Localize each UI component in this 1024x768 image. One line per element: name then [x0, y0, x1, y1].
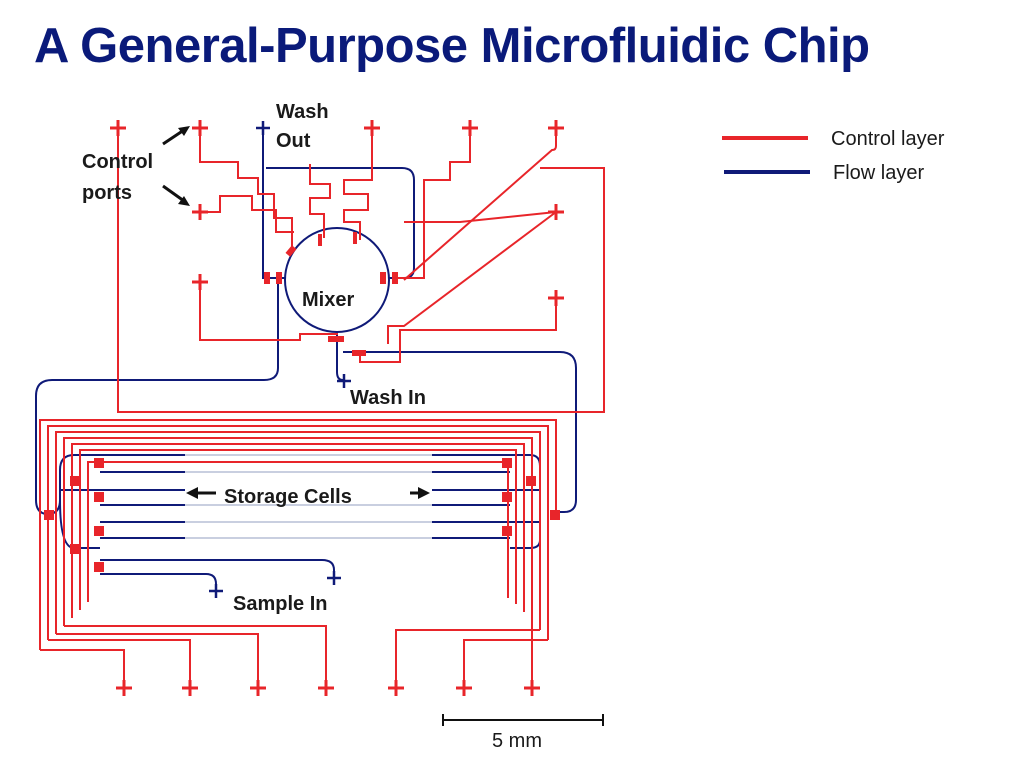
bottom-feed-4 — [64, 625, 327, 686]
control-line-outer — [117, 128, 605, 413]
control-ports-arrow-2 — [162, 184, 190, 206]
port-wash-in — [337, 374, 351, 388]
bottom-feed-3 — [56, 633, 259, 686]
port-sample-in-left — [209, 584, 223, 598]
legend: Control layer Flow layer — [722, 128, 945, 184]
storage-cells-arrow-right — [410, 487, 430, 499]
control-line-g — [387, 211, 557, 344]
wash-out-label-line1: Wash — [276, 101, 329, 123]
bottom-feed-2 — [48, 639, 191, 686]
storage-cells-arrow-left — [186, 487, 216, 499]
bottom-feed-6 — [395, 629, 540, 686]
sample-in-label: Sample In — [233, 593, 327, 615]
control-layer — [39, 128, 605, 686]
port-left-2 — [192, 204, 208, 220]
port-wash-out — [256, 121, 270, 135]
control-line-d — [309, 164, 331, 238]
flow-layer — [35, 128, 577, 590]
control-frame-4 — [63, 437, 533, 626]
sample-in-channel-left — [100, 573, 217, 590]
port-top-5 — [462, 120, 478, 136]
wash-in-label: Wash In — [350, 387, 426, 409]
slide-title: A General-Purpose Microfluidic Chip — [34, 19, 870, 73]
control-line-e — [396, 128, 471, 279]
port-top-1 — [110, 120, 126, 136]
control-frame-3 — [55, 431, 541, 634]
bottom-feed-1 — [40, 649, 125, 686]
annotations: Wash Out Control ports Mixer Wash In Sto… — [82, 101, 604, 752]
storage-cells-label: Storage Cells — [224, 486, 352, 508]
control-line-b — [200, 195, 294, 233]
port-right-2 — [548, 204, 564, 220]
control-line-c — [343, 128, 373, 240]
port-bottom-1 — [116, 680, 132, 696]
port-bottom-7 — [524, 680, 540, 696]
control-frame-6 — [79, 449, 517, 610]
port-bottom-5 — [388, 680, 404, 696]
storage-cells — [185, 454, 432, 539]
control-line-h — [199, 282, 338, 341]
control-frame-2 — [47, 425, 549, 640]
port-bottom-6 — [456, 680, 472, 696]
sample-in-channel-right — [100, 559, 335, 578]
port-bottom-4 — [318, 680, 334, 696]
port-top-4 — [364, 120, 380, 136]
mixer-ring — [284, 227, 390, 333]
control-frame-7 — [87, 461, 509, 602]
ports — [110, 120, 564, 696]
control-ports-label-line1: Control — [82, 151, 153, 173]
scale-bar: 5 mm — [442, 714, 604, 752]
control-ports-label-line2: ports — [82, 182, 132, 204]
scale-bar-label: 5 mm — [492, 730, 542, 752]
legend-flow-label: Flow layer — [833, 162, 924, 184]
control-frame-5 — [71, 443, 525, 618]
control-ports-arrow-1 — [162, 126, 190, 146]
port-bottom-2 — [182, 680, 198, 696]
control-line-j — [404, 211, 557, 223]
valves — [44, 232, 560, 572]
left-manifold — [47, 454, 100, 515]
mixer-label: Mixer — [302, 289, 354, 311]
legend-control-label: Control layer — [831, 128, 945, 150]
left-feed-channel — [35, 278, 279, 515]
control-frame-1 — [39, 419, 557, 650]
port-sample-in-right — [327, 571, 341, 585]
port-right-3 — [548, 290, 564, 306]
port-top-6 — [548, 120, 564, 136]
port-top-2 — [192, 120, 208, 136]
bottom-feed-stubs — [71, 604, 81, 618]
port-bottom-3 — [250, 680, 266, 696]
control-line-f — [403, 128, 557, 281]
control-line-a — [199, 128, 293, 248]
wash-out-label-line2: Out — [276, 130, 311, 152]
port-left-3 — [192, 274, 208, 290]
control-line-i — [359, 298, 557, 363]
bottom-feed-5 — [463, 639, 548, 686]
